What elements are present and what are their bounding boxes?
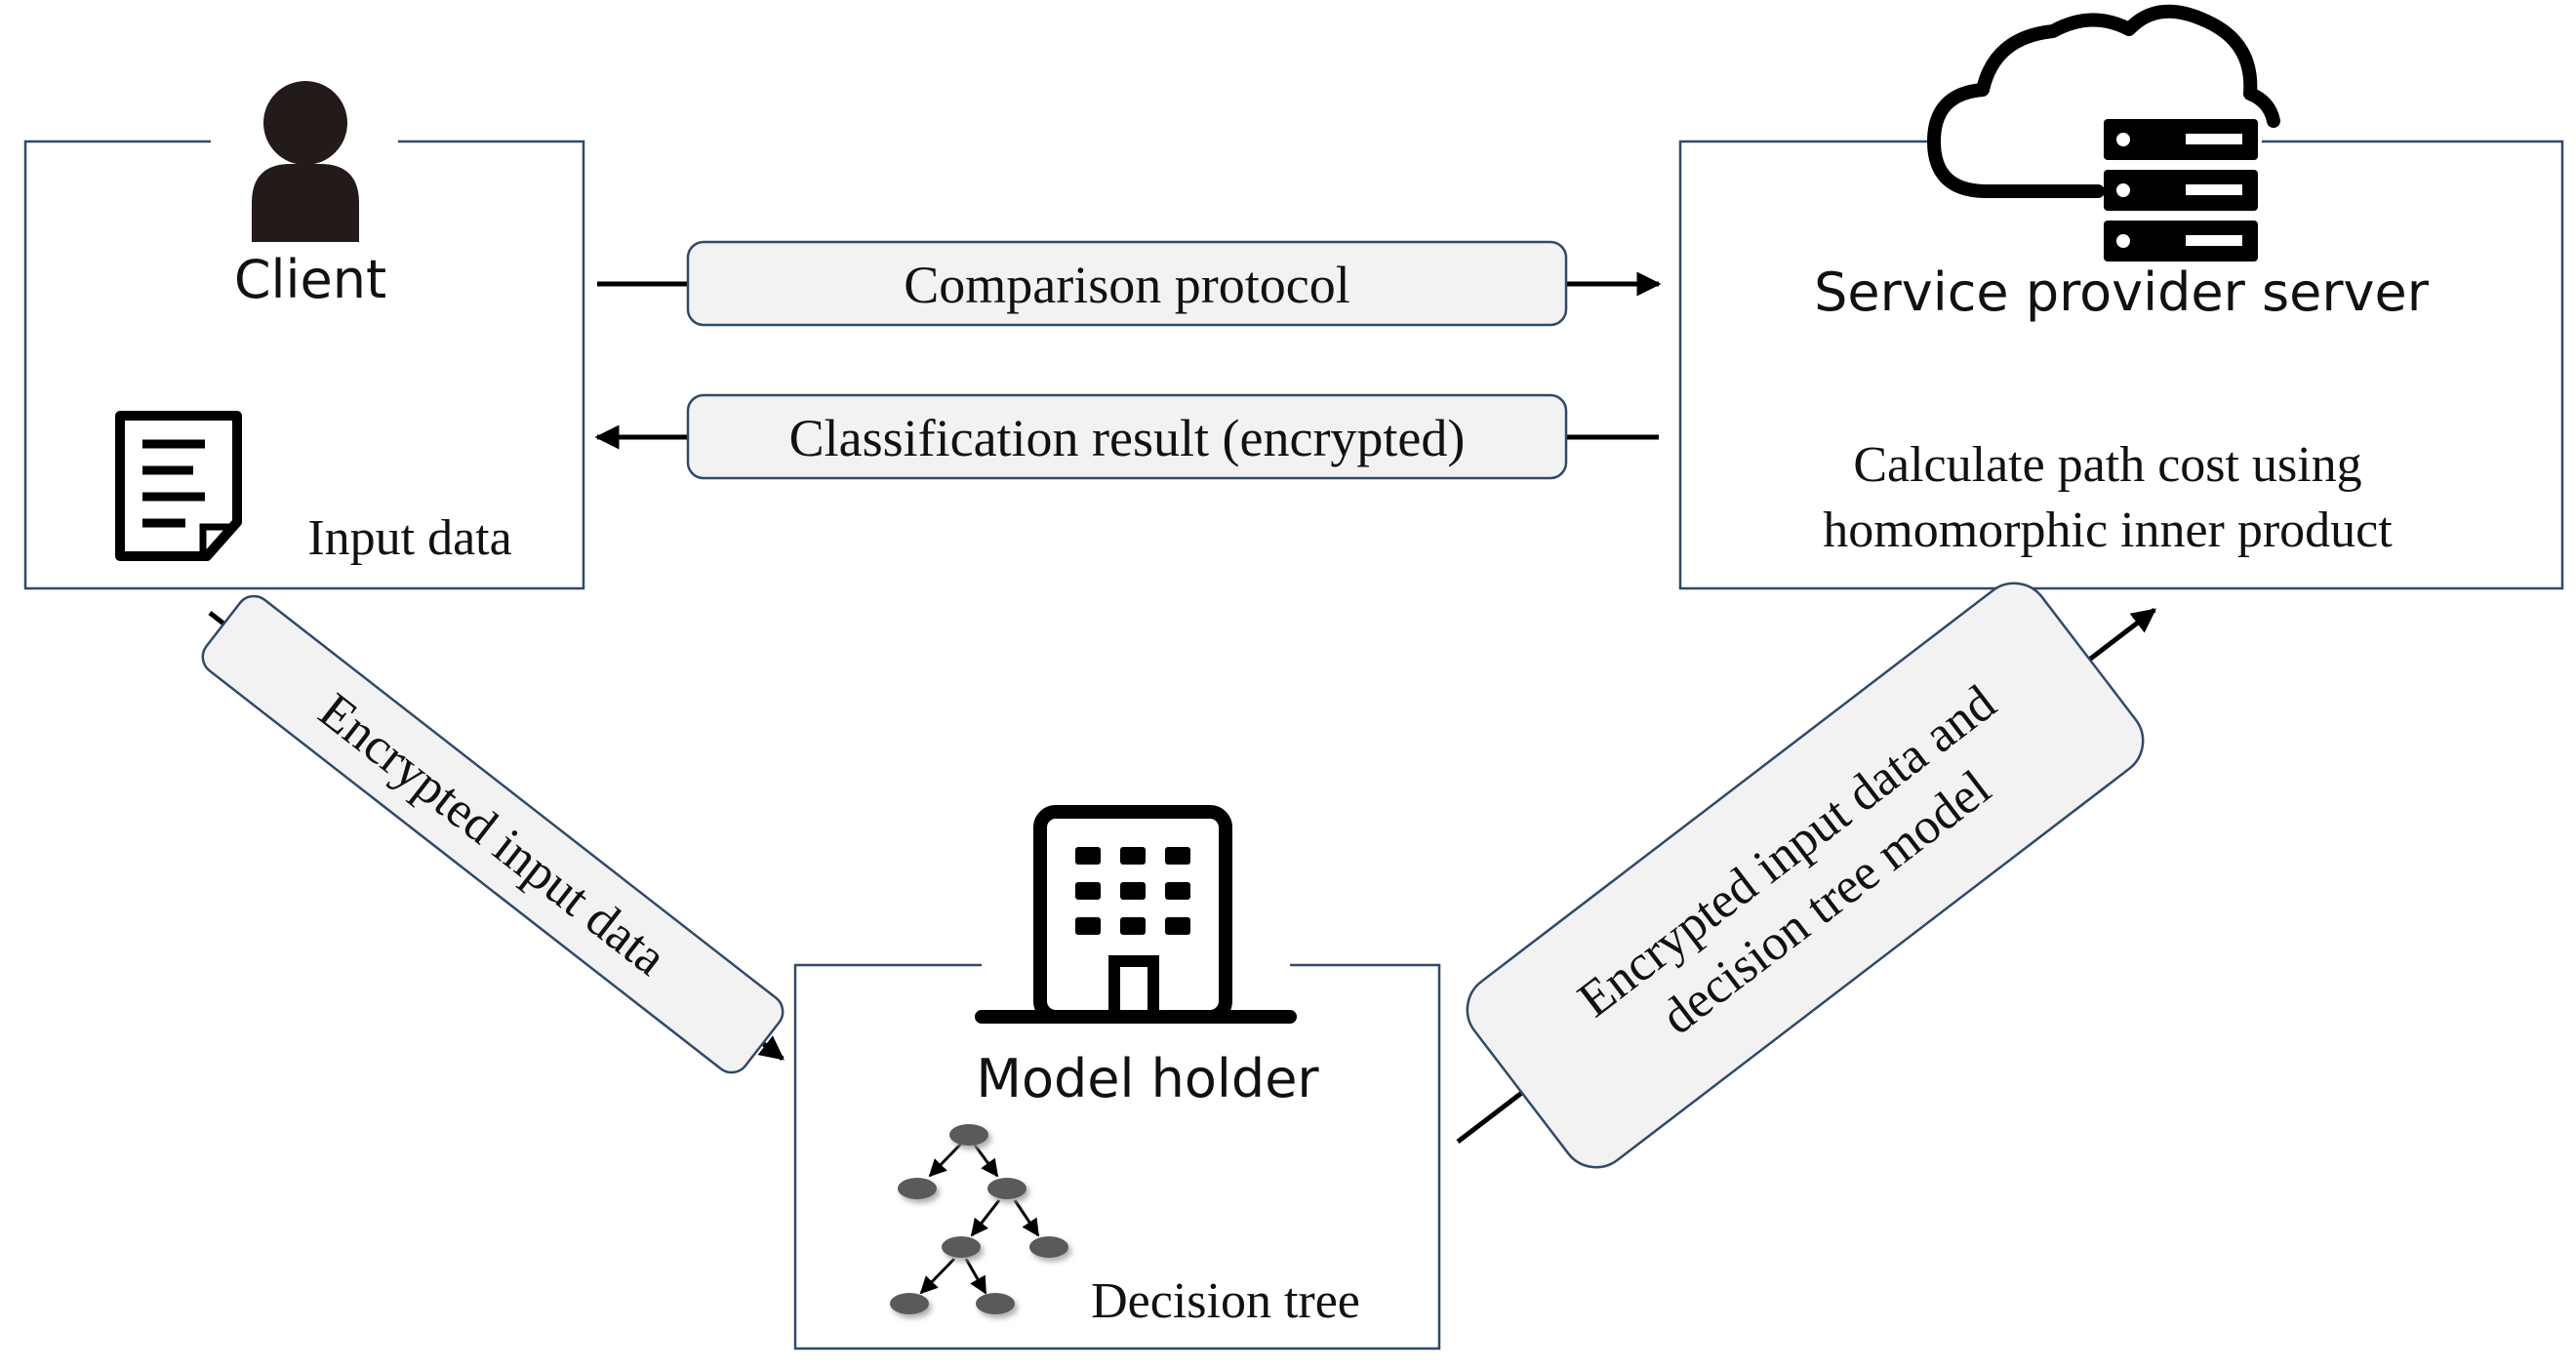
- person-icon: [252, 81, 359, 242]
- edge-classification-result: Classification result (encrypted): [594, 393, 1659, 480]
- server-label: Service provider server: [1814, 262, 2430, 323]
- input-data-label: Input data: [307, 510, 511, 566]
- building-icon: [975, 805, 1297, 1024]
- model-holder-label: Model holder: [976, 1048, 1319, 1109]
- document-icon: [115, 411, 242, 561]
- edge-comparison-protocol: Comparison protocol: [597, 240, 1662, 327]
- model-holder-node: Model holder Decision tree: [793, 805, 1441, 1350]
- client-label: Client: [234, 249, 386, 310]
- server-note-line2: homomorphic inner product: [1823, 503, 2393, 558]
- decision-tree-label: Decision tree: [1091, 1273, 1360, 1329]
- cloud-server-icon: [1927, 4, 2280, 262]
- edge-encrypted-model: Encrypted input data and decision tree m…: [1456, 582, 2156, 1169]
- edge-encrypted-input-data: Encrypted input data: [201, 594, 785, 1074]
- server-note-line1: Calculate path cost using: [1853, 437, 2361, 493]
- decision-tree-icon: [890, 1124, 1068, 1314]
- classification-result-label: Classification result (encrypted): [789, 409, 1466, 467]
- comparison-protocol-label: Comparison protocol: [904, 256, 1349, 314]
- client-node: Client Input data: [23, 81, 585, 590]
- server-node: Service provider server Calculate path c…: [1678, 4, 2564, 590]
- encrypted-input-data-label: Encrypted input data: [308, 683, 676, 987]
